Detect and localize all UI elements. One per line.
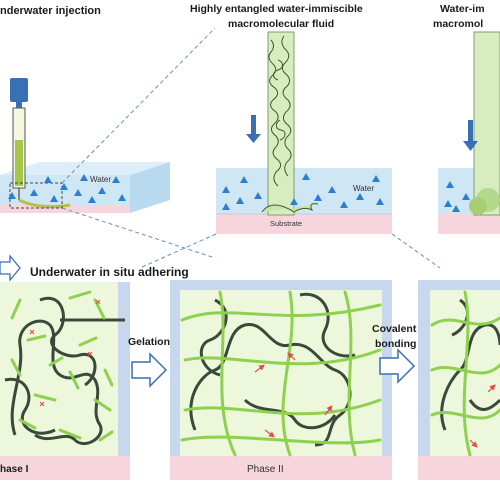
zoom-line-top: [61, 27, 216, 184]
gelation-label: Gelation: [128, 336, 170, 348]
adhesive-groups-middle: [222, 173, 384, 210]
covalent-label-line2: bonding: [375, 338, 416, 350]
gel-panel-phase1: [0, 282, 130, 480]
adhesive-groups-right: [444, 181, 470, 212]
substrate-label: Substrate: [270, 219, 302, 228]
zoom-line-bottom: [61, 207, 216, 259]
fluid-column: [267, 31, 295, 216]
phase1-label: hase I: [0, 464, 29, 475]
zoom-line-lower-right: [391, 233, 441, 269]
left-edge-arrow: [0, 254, 21, 282]
phase2-label: Phase II: [247, 464, 284, 475]
title-fluid-line2: macromolecular fluid: [228, 18, 334, 30]
down-arrow-right: [463, 120, 478, 151]
gelation-arrow: [131, 352, 168, 388]
title-fluid-line1: Highly entangled water-immiscible: [190, 3, 363, 15]
entangled-chains: [268, 35, 292, 187]
down-arrow-middle: [246, 115, 261, 143]
water-panel-middle: [216, 168, 392, 234]
adhering-title: Underwater in situ adhering: [30, 265, 189, 279]
title-injection: nderwater injection: [0, 5, 101, 17]
water-label-middle: Water: [353, 184, 374, 193]
covalent-arrow: [379, 348, 416, 384]
gel-panel-phase2: [170, 280, 392, 480]
water-panel-right: [438, 31, 500, 234]
syringe: [10, 78, 71, 209]
water-label-left: Water: [90, 175, 111, 184]
gel-panel-phase3: [418, 280, 500, 480]
title-right-line2: macromol: [433, 18, 483, 30]
adhesive-groups-left: [8, 174, 126, 203]
zoom-line-lower-left: [139, 233, 217, 269]
covalent-label-line1: Covalent: [372, 323, 417, 335]
fluid-puddle: [261, 203, 319, 213]
title-right-line1: Water-im: [440, 3, 485, 15]
